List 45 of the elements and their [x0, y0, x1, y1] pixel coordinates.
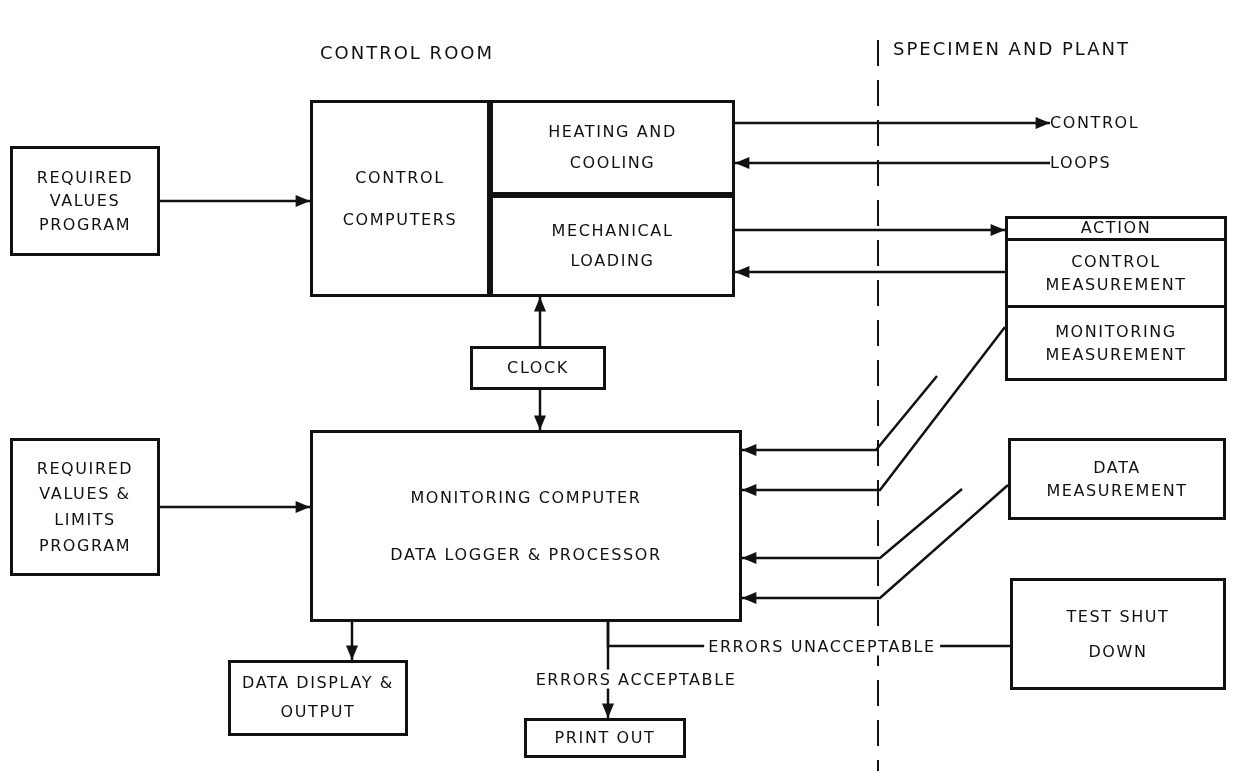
arrow [160, 195, 310, 207]
process-box [310, 430, 742, 622]
box-label: DATA LOGGER & PROCESSOR [390, 544, 662, 566]
arrow [742, 326, 1006, 496]
arrow [742, 375, 938, 456]
box-label: ACTION [1080, 218, 1152, 239]
arrow [735, 266, 1005, 278]
section-heading: SPECIMEN AND PLANT [893, 38, 1131, 59]
arrow [534, 297, 546, 346]
box-label: MONITORING COMPUTER [410, 486, 642, 509]
box-label: CONTROL COMPUTERS [341, 166, 459, 231]
arrow [346, 622, 358, 660]
box-label: REQUIRED VALUES PROGRAM [35, 167, 135, 236]
process-box [1005, 238, 1227, 308]
process-box [1005, 305, 1227, 381]
box-label: DATA MEASUREMENT [1045, 456, 1189, 502]
process-box [310, 100, 490, 297]
box-label: MECHANICAL LOADING [550, 219, 675, 272]
box-label: HEATING AND COOLING [547, 121, 678, 174]
arrow [742, 484, 1009, 604]
process-box [470, 346, 606, 390]
process-box [524, 718, 686, 758]
box-label: MONITORING MEASUREMENT [1044, 320, 1188, 366]
process-box [1010, 578, 1226, 690]
box-label: DATA DISPLAY & OUTPUT [241, 672, 395, 723]
arrow [735, 117, 1050, 129]
process-box [228, 660, 408, 736]
box-label: CONTROL MEASUREMENT [1044, 250, 1188, 296]
process-box [490, 195, 735, 297]
arrow [534, 390, 546, 430]
box-label: LOOPS [1050, 152, 1112, 175]
box-label: CLOCK [507, 357, 569, 380]
arrow [742, 488, 963, 564]
box-label: CONTROL [1050, 112, 1140, 135]
process-box [10, 146, 160, 256]
box-label: TEST SHUT DOWN [1065, 605, 1171, 663]
process-box [490, 100, 735, 195]
box-label: REQUIRED VALUES & LIMITS PROGRAM [35, 457, 135, 557]
process-box [10, 438, 160, 576]
section-heading: CONTROL ROOM [320, 42, 494, 63]
arrow [735, 224, 1005, 236]
box-label: PRINT OUT [554, 727, 656, 750]
process-box [1008, 438, 1226, 520]
arrow [160, 501, 310, 513]
arrow [735, 157, 1050, 169]
